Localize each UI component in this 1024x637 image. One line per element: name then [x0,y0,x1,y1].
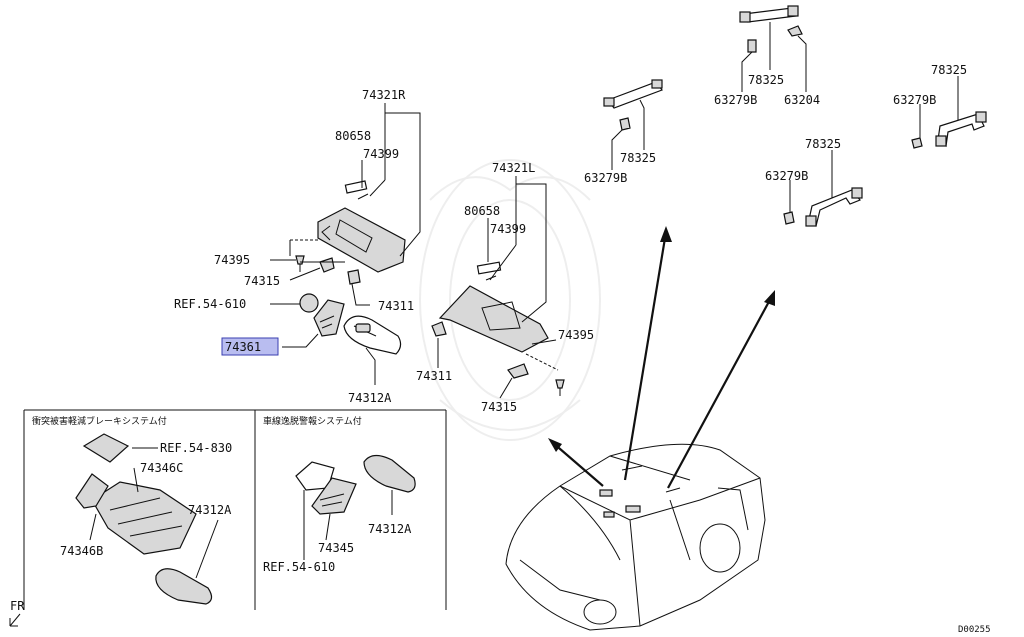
label-80658-l: 80658 [464,204,500,218]
label-74311-l: 74311 [416,369,452,383]
section-title-lane-departure: 車線逸脱警報システム付 [263,415,362,427]
label-74345: 74345 [318,541,354,555]
label-ref-54-610-top: REF.54-610 [174,297,246,311]
assist-grip-4[interactable] [807,189,861,227]
highlighted-part-74361[interactable]: 74361 [221,337,279,356]
label-74321R: 74321R [362,88,406,102]
label-74315-l: 74315 [481,400,517,414]
clip-63279B-2[interactable] [747,39,757,53]
rearview-mirror-74312A-top[interactable] [343,315,402,355]
label-74361: 74361 [225,340,261,354]
holder-74311[interactable] [347,269,361,285]
label-74312A-inset1: 74312A [188,503,232,517]
label-80658-r: 80658 [335,129,371,143]
label-74315-r: 74315 [244,274,280,288]
vanity-mirror-cover[interactable] [344,180,368,194]
cover-ref-54-610[interactable] [295,461,335,491]
assist-grip-3[interactable] [937,113,985,148]
label-74395-r: 74395 [214,253,250,267]
label-74346C: 74346C [140,461,183,475]
clip-74311-l[interactable] [431,321,447,337]
mirror-74312A-inset1[interactable] [155,568,213,605]
label-74395-l: 74395 [558,328,594,342]
label-74311-r: 74311 [378,299,414,313]
ref-54-610-part[interactable] [299,293,319,313]
label-63279B-1: 63279B [584,171,627,185]
label-ref-54-830: REF.54-830 [160,441,232,455]
section-title-collision-brake: 衝突被害軽減ブレーキシステム付 [32,415,167,427]
label-78325-2: 78325 [748,73,784,87]
label-74312A-top: 74312A [348,391,392,405]
label-74399-l: 74399 [490,222,526,236]
label-74346B: 74346B [60,544,103,558]
clip-74315-l[interactable] [507,363,529,379]
camera-cover[interactable] [82,433,130,463]
label-78325-4: 78325 [805,137,841,151]
console-74346B[interactable] [75,473,109,509]
label-74399-r: 74399 [363,147,399,161]
label-74312A-inset2: 74312A [368,522,412,536]
clip-63279B-1[interactable] [619,117,631,131]
sunvisor-right-group: 74321R 80658 74399 74395 74315 REF.54-61… [174,88,421,405]
label-74321L: 74321L [492,161,535,175]
sunvisor-right[interactable] [317,207,406,273]
front-direction-marker: FR [9,599,25,627]
inset-collision-brake: 衝突被害軽減ブレーキシステム付 REF.54-830 74346C 74312A… [32,415,232,605]
clip-63279B-3[interactable] [911,137,923,149]
inset-lane-departure: 車線逸脱警報システム付 74345 74312A REF.54-610 [263,415,416,574]
label-63279B-4: 63279B [765,169,808,183]
mirror-74312A-inset2[interactable] [363,454,416,493]
vehicle-outline [505,443,766,631]
vanity-cover-l[interactable] [476,261,502,275]
cap-63204[interactable] [787,25,803,37]
inset-boxes [23,409,447,610]
label-78325-1: 78325 [620,151,656,165]
label-ref-54-610-inset: REF.54-610 [263,560,335,574]
label-78325-3: 78325 [931,63,967,77]
sunvisor-left-group: 74321L 80658 74399 74395 74311 74315 [416,161,594,414]
label-63279B-3: 63279B [893,93,936,107]
diagram-id: D00255 [958,625,991,635]
pointer-arrows [548,226,775,489]
assist-grips-group: 78325 63279B 78325 63279B 63204 78325 63… [584,5,987,227]
sunvisor-clip-74315[interactable] [319,257,335,273]
front-arrow-icon [9,613,21,627]
screw-74395[interactable] [295,255,305,265]
label-63279B-2: 63279B [714,93,757,107]
screw-74395-l[interactable] [555,379,565,389]
watermark-emblem [419,159,601,441]
label-63204: 63204 [784,93,820,107]
clip-63279B-4[interactable] [783,211,795,225]
label-fr: FR [10,599,25,613]
sunvisor-left[interactable] [438,285,549,353]
